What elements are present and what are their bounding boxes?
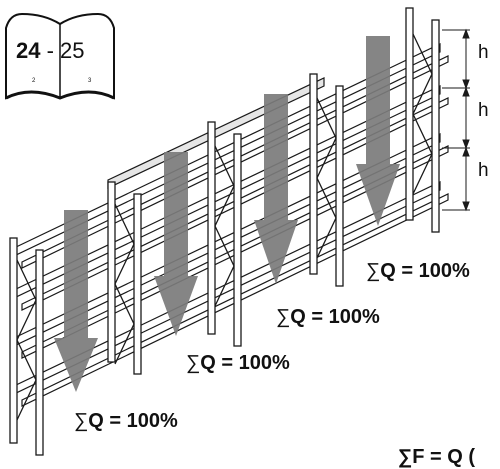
sum-symbol: ∑ — [366, 260, 381, 282]
load-text: Q = 100% — [88, 410, 178, 432]
book-page-separator: - — [40, 38, 61, 63]
book-page-to: 25 — [60, 38, 85, 63]
height-label-1: h — [478, 42, 489, 63]
height-label-3: h — [478, 160, 489, 181]
load-arrow-2 — [154, 152, 198, 336]
load-text: Q = 100% — [200, 352, 290, 374]
book-icon: 2 3 — [5, 12, 115, 100]
load-text: Q = 100% — [380, 260, 470, 282]
pallet-rack-illustration: 2 3 — [5, 7, 470, 456]
book-right-page-number: 3 — [88, 78, 92, 84]
rack-uprights — [9, 7, 440, 456]
load-arrow-3 — [254, 94, 298, 284]
book-page-from: 24 — [16, 38, 41, 63]
height-label-2: h — [478, 100, 489, 121]
load-label-4: ∑Q = 100% — [366, 260, 470, 283]
sum-symbol: ∑ — [186, 352, 201, 374]
load-label-1: ∑Q = 100% — [74, 410, 178, 433]
height-dimensions — [442, 28, 470, 212]
sum-symbol: ∑ — [276, 306, 291, 328]
book-left-page-number: 2 — [32, 78, 36, 84]
load-label-2: ∑Q = 100% — [186, 352, 290, 375]
sum-symbol: ∑ — [74, 410, 89, 432]
load-arrow-4 — [356, 36, 400, 226]
book-page-range: 24 - 25 — [16, 38, 85, 64]
load-label-3: ∑Q = 100% — [276, 306, 380, 329]
load-arrows — [54, 36, 400, 392]
load-text: Q = 100% — [290, 306, 380, 328]
load-arrow-1 — [54, 210, 98, 392]
